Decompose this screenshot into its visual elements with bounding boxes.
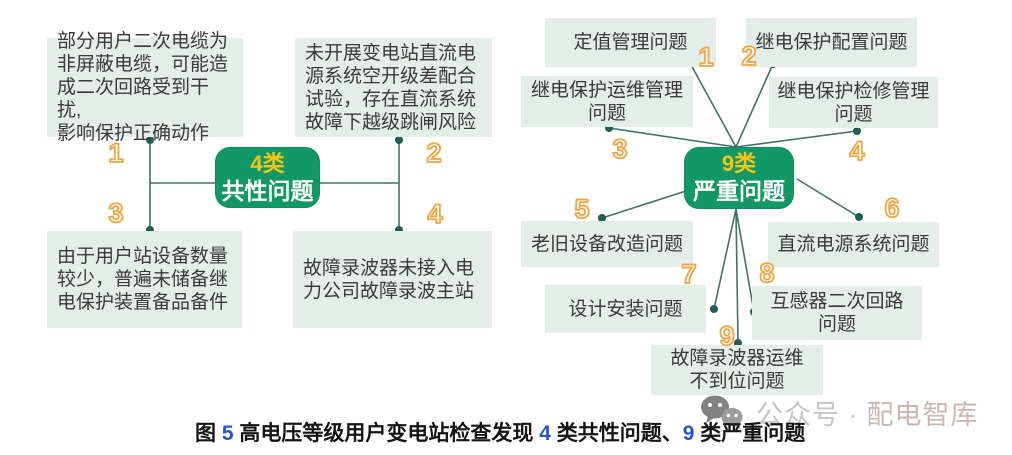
index-number-2: 2 [741,41,758,71]
index-number-4: 4 [849,136,866,166]
hub-count-label: 9类 [721,151,757,176]
watermark: 公众号 · 配电智库 [698,394,979,430]
index-number-2: 2 [426,138,443,168]
note-line: 老旧设备改造问题 [530,233,683,255]
note-line: 问题 [834,103,873,125]
caption-text: 高电压等级用户变电站检查发现 [233,422,540,445]
index-number-4: 4 [427,199,444,229]
note-line: 电保护装置备品备件 [57,292,229,313]
note-line: 直流电源系统问题 [777,234,930,255]
index-number-7: 7 [681,259,698,289]
serious-problem-box-7: 设计安装问题 [545,285,706,333]
common-problem-box-4: 故障录波器未接入电 力公司故障录波主站 [293,231,492,328]
note-line: 试验，存在直流系统 [305,88,477,110]
hub-count-label: 4类 [250,150,285,176]
common-problems-hub: 4类 共性问题 [215,147,320,208]
watermark-brand: 配电智库 [866,399,979,430]
serious-problems-hub: 9类 严重问题 [684,147,794,209]
hub-title-label: 共性问题 [221,177,314,204]
note-line: 由于用户站设备数量 [57,246,229,267]
index-number-8: 8 [759,258,776,288]
note-line: 问题 [587,102,626,124]
note-line: 继电保护检修管理 [777,80,930,102]
note-line: 故障下越级跳闸风险 [305,111,477,133]
serious-problem-box-2: 继电保护配置问题 [746,18,917,67]
serious-problem-box-9: 故障录波器运维 不到位问题 [651,345,823,395]
note-line: 部分用户二次电缆为 [57,31,229,52]
caption-count-common: 4 [539,422,551,445]
watermark-prefix: 公众号 · [756,399,859,430]
note-line: 故障录波器运维 [670,348,804,369]
note-line: 较少，普遍未储备继 [57,269,229,290]
note-line: 故障录波器未接入电 [303,257,475,279]
note-line: 互感器二次回路 [770,291,904,312]
caption-count-serious: 9 [682,422,695,445]
caption-text: 图 [195,422,222,445]
wechat-icon [701,395,743,429]
note-line: 问题 [817,314,856,335]
index-number-3: 3 [108,198,125,228]
note-line: 成二次回路受到干扰, [57,77,210,121]
index-number-9: 9 [719,321,736,351]
index-number-6: 6 [884,193,901,223]
index-number-1: 1 [108,138,125,168]
hub-title-label: 严重问题 [693,178,785,204]
serious-problem-box-5: 老旧设备改造问题 [521,221,693,267]
serious-problem-box-3: 继电保护运维管理 问题 [521,76,693,127]
note-line: 继电保护运维管理 [530,79,683,101]
serious-problem-box-1: 定值管理问题 [545,18,716,67]
note-line: 力公司故障录波主站 [303,280,475,302]
note-line: 设计安装问题 [568,298,683,320]
index-number-3: 3 [612,134,629,164]
note-line: 不到位问题 [689,371,785,392]
figure-caption: 图 5 高电压等级用户变电站检查发现 4 类共性问题、9 类严重问题 [195,419,855,448]
serious-problem-box-4: 继电保护检修管理 问题 [769,77,938,128]
note-line: 继电保护配置问题 [755,32,908,53]
common-problem-box-3: 由于用户站设备数量 较少，普遍未储备继 电保护装置备品备件 [47,231,242,328]
note-line: 非屏蔽电缆，可能造 [57,54,229,75]
index-number-5: 5 [574,194,591,224]
serious-problem-box-6: 直流电源系统问题 [768,222,939,267]
note-line: 影响保护正确动作 [57,123,210,144]
common-problem-box-1: 部分用户二次电缆为 非屏蔽电缆，可能造 成二次回路受到干扰, 影响保护正确动作 [47,31,243,144]
caption-figure-number: 5 [221,422,234,445]
index-number-1: 1 [698,42,715,72]
note-line: 源系统空开级差配合 [305,65,477,87]
common-problem-box-2: 未开展变电站直流电 源系统空开级差配合 试验，存在直流系统 故障下越级跳闸风险 [295,38,492,137]
serious-problem-box-8: 互感器二次回路 问题 [752,286,922,340]
note-line: 未开展变电站直流电 [305,42,477,64]
caption-text: 类共性问题、 [550,422,683,445]
note-line: 定值管理问题 [573,32,688,53]
caption-text: 类严重问题 [694,422,806,445]
